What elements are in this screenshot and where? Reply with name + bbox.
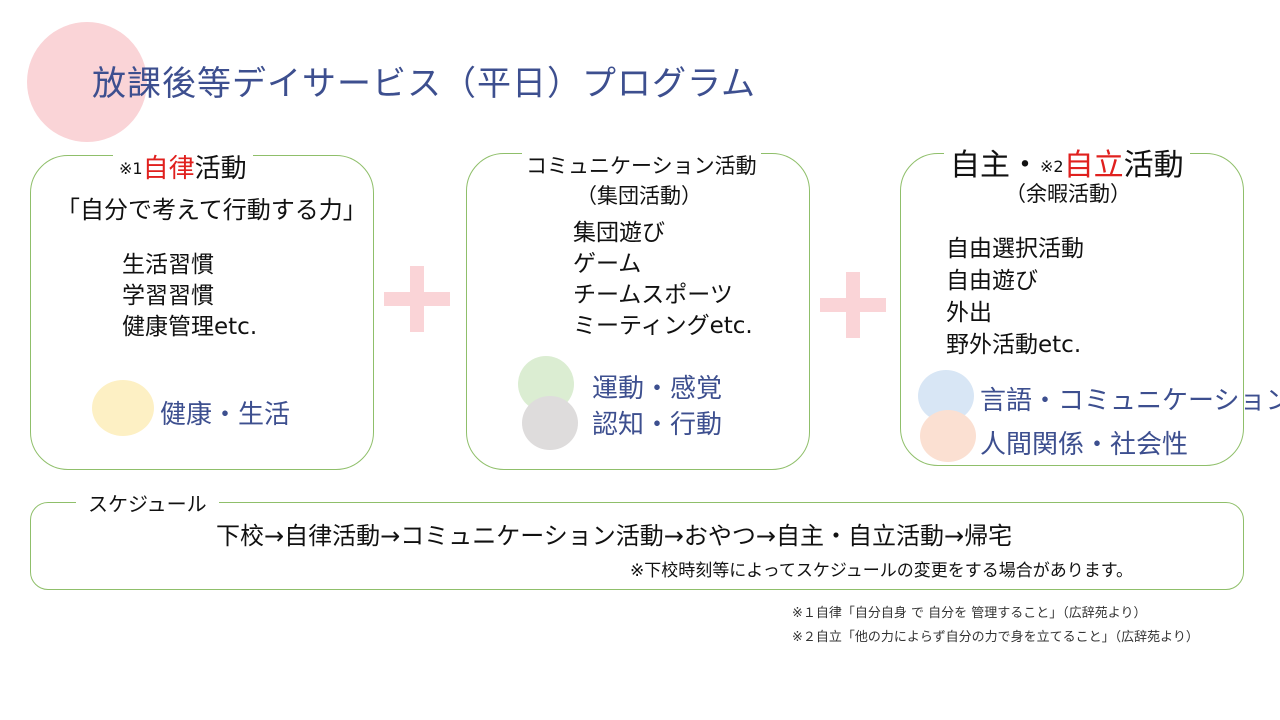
- card3-note-mark: ※2: [1040, 157, 1064, 176]
- card3-title-highlight: 自立: [1063, 148, 1124, 183]
- tag-language-communication: 言語・コミュニケーション: [980, 386, 1280, 416]
- tag-health-life: 健康・生活: [160, 400, 291, 430]
- card3-title-rest: 活動: [1123, 148, 1184, 183]
- card1-note-mark: ※1: [119, 159, 143, 178]
- footnote-autonomy: ※１自律「自分自身 で 自分を 管理すること」（広辞苑より）: [792, 606, 1147, 621]
- card2-subtitle: （集団活動）: [576, 184, 702, 208]
- list-item: 健康管理etc.: [122, 314, 258, 340]
- list-item: 自由遊び: [946, 268, 1038, 294]
- list-item: ゲーム: [573, 251, 642, 277]
- schedule-note: ※下校時刻等によってスケジュールの変更をする場合があります。: [630, 561, 1133, 581]
- list-item: 集団遊び: [573, 220, 665, 246]
- yellow-circle-decoration: [92, 380, 154, 436]
- card1-title: ※1自律活動: [113, 148, 253, 185]
- schedule-box: [30, 502, 1244, 590]
- card1-subtitle: 「自分で考えて行動する力」: [56, 196, 367, 224]
- card1-title-highlight: 自律: [142, 154, 195, 184]
- schedule-label: スケジュール: [76, 488, 219, 517]
- card3-item-list: 自由選択活動 自由遊び 外出 野外活動etc.: [946, 233, 1084, 361]
- card3-subtitle: （余暇活動）: [1005, 182, 1131, 206]
- page-title: 放課後等デイサービス（平日）プログラム: [92, 64, 756, 104]
- list-item: 野外活動etc.: [946, 332, 1082, 358]
- list-item: ミーティングetc.: [573, 313, 753, 339]
- tag-motor-sensory: 運動・感覚: [592, 374, 723, 404]
- tag-relationships-sociality: 人間関係・社会性: [980, 430, 1189, 460]
- list-item: 学習習慣: [122, 283, 214, 309]
- footnote-independence: ※２自立「他の力によらず自分の力で身を立てること」（広辞苑より）: [792, 630, 1199, 645]
- card3-title: 自主・※2自立活動: [944, 140, 1190, 184]
- list-item: 自由選択活動: [946, 236, 1084, 262]
- plus-icon-2-vertical: [846, 272, 860, 338]
- list-item: 生活習慣: [122, 252, 214, 278]
- card3-title-pre: 自主・: [950, 148, 1040, 183]
- orange-circle-decoration: [920, 410, 976, 462]
- list-item: チームスポーツ: [573, 282, 733, 308]
- plus-icon-1-vertical: [410, 266, 424, 332]
- card1-title-rest: 活動: [194, 154, 247, 184]
- card2-item-list: 集団遊び ゲーム チームスポーツ ミーティングetc.: [573, 218, 753, 342]
- gray-circle-decoration: [522, 396, 578, 450]
- tag-cognition-behavior: 認知・行動: [592, 410, 723, 440]
- list-item: 外出: [946, 300, 992, 326]
- schedule-flow: 下校→自律活動→コミュニケーション活動→おやつ→自主・自立活動→帰宅: [216, 522, 1013, 550]
- card1-item-list: 生活習慣 学習習慣 健康管理etc.: [122, 250, 257, 343]
- title-decoration-circle: [27, 22, 147, 142]
- card2-title: コミュニケーション活動: [522, 150, 761, 180]
- card-autonomy: [30, 155, 374, 470]
